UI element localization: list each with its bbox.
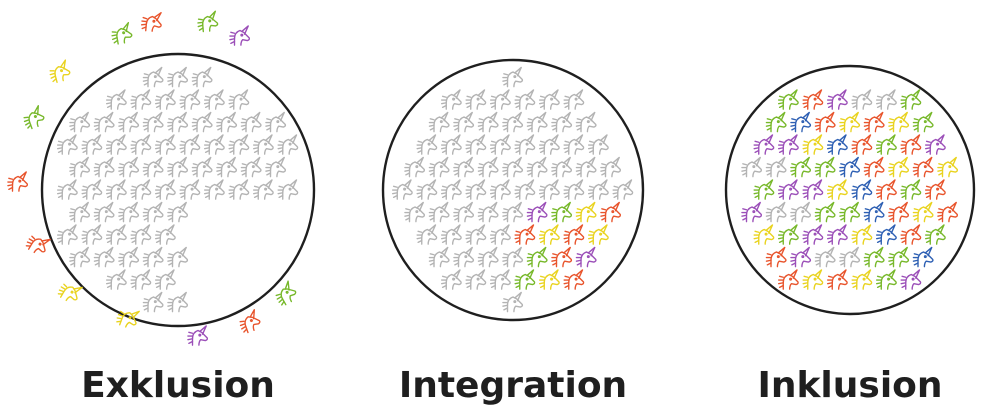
inklusion-title: Inklusion [757,365,942,406]
unicorn-head-icon [229,25,251,46]
unicorn-head-icon [7,171,29,192]
unicorn-head-icon [236,308,263,335]
integration-title: Integration [399,365,627,406]
unicorn-head-icon [20,104,47,131]
panel-integration: Integration [381,58,645,406]
unicorn-head-icon [187,325,209,346]
inklusion-circle [724,64,976,316]
unicorn-head-icon [46,59,73,85]
panel-exklusion: Exklusion [7,10,316,406]
unicorn-head-icon [196,10,219,33]
panel-inklusion: Inklusion [724,64,976,406]
exklusion-title: Exklusion [81,365,275,406]
unicorn-head-icon [140,10,163,33]
unicorn-head-icon [109,21,134,46]
integration-circle [381,58,645,322]
unicorn-head-icon [23,229,52,258]
